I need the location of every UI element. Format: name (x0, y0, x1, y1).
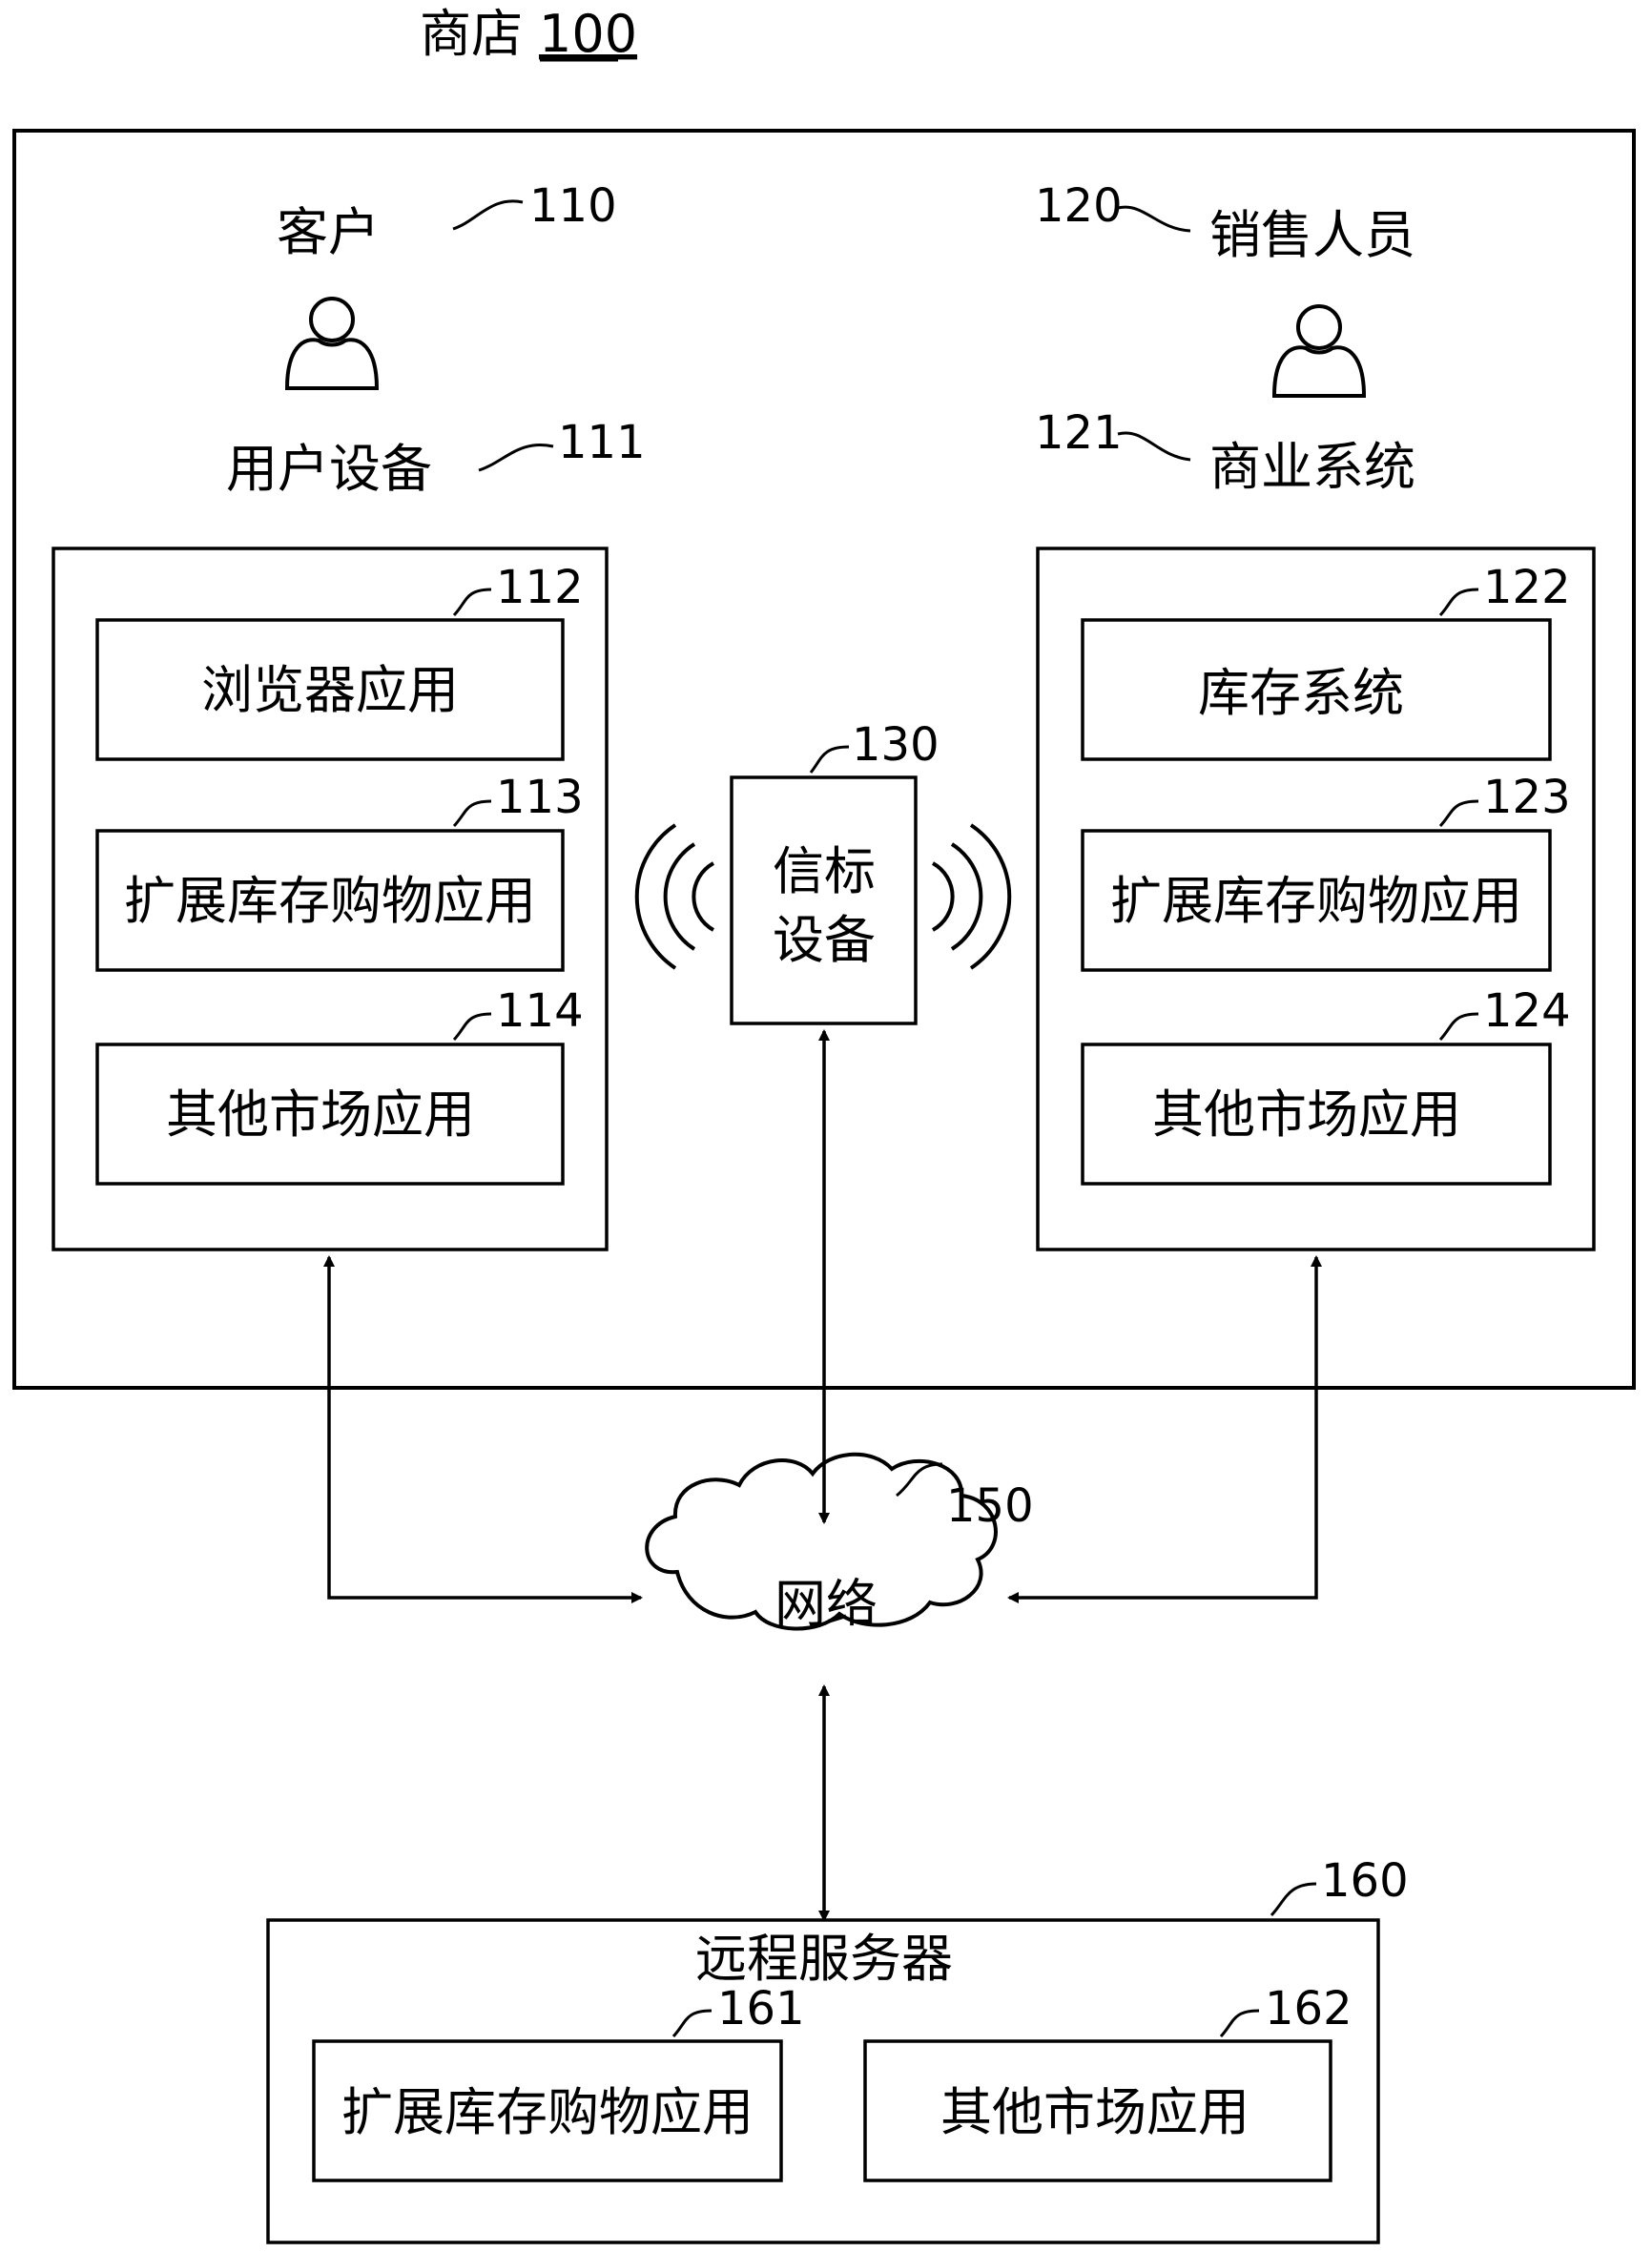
remote-server-leader (1270, 1882, 1317, 1917)
app-leader (452, 799, 492, 828)
app-leader (1438, 1012, 1479, 1042)
customer-label: 客户 (277, 202, 380, 262)
person-icon (284, 297, 380, 390)
business-system-leader (1117, 431, 1191, 462)
user-device-app-browser: 浏览器应用 112 (95, 561, 584, 761)
app-ref: 123 (1483, 771, 1571, 824)
business-system-app-inventory: 库存系统 122 (1081, 561, 1571, 761)
user-device-app-other-market: 其他市场应用 114 (95, 984, 584, 1186)
app-label: 扩展库存购物应用 (124, 871, 536, 931)
business-system-app-other-market: 其他市场应用 124 (1081, 984, 1571, 1186)
store-title: 商店 (420, 4, 523, 64)
app-label: 扩展库存购物应用 (341, 2082, 754, 2142)
signal-waves-right (931, 823, 1012, 970)
customer-ref: 110 (529, 179, 617, 233)
app-ref: 161 (717, 1982, 805, 2035)
app-label: 其他市场应用 (166, 1085, 475, 1145)
app-leader (1438, 799, 1479, 828)
network-cloud (645, 1452, 998, 1631)
app-ref: 124 (1483, 984, 1571, 1038)
network-label: 网络 (774, 1574, 878, 1634)
app-label: 扩展库存购物应用 (1110, 871, 1522, 931)
salesperson-label: 销售人员 (1209, 205, 1415, 265)
connector-user-device-network (323, 1255, 643, 1603)
user-device-ref: 111 (558, 416, 646, 469)
person-icon (1271, 304, 1367, 398)
user-device-leader (478, 444, 554, 472)
app-leader (452, 1012, 492, 1042)
beacon-leader (809, 745, 850, 774)
app-ref: 162 (1265, 1982, 1353, 2035)
customer-leader (452, 199, 524, 231)
connector-business-system-network (1007, 1255, 1322, 1603)
beacon-label-line1: 信标 (773, 841, 876, 901)
app-leader (452, 588, 492, 617)
app-leader (1438, 588, 1479, 617)
remote-server-app-extended-inventory: 扩展库存购物应用 161 (312, 1982, 805, 2182)
business-system-ref: 121 (1035, 406, 1123, 460)
app-label: 浏览器应用 (201, 660, 459, 720)
app-label: 其他市场应用 (940, 2082, 1249, 2142)
app-leader (1219, 2009, 1260, 2038)
app-leader (671, 2009, 712, 2038)
app-ref: 113 (496, 771, 584, 824)
app-label: 其他市场应用 (1152, 1085, 1461, 1145)
beacon-label-line2: 设备 (773, 910, 876, 970)
app-ref: 122 (1483, 561, 1571, 614)
beacon-box (730, 775, 918, 1025)
user-device-label: 用户设备 (226, 439, 432, 499)
salesperson-leader (1117, 205, 1191, 233)
user-device-app-extended-inventory: 扩展库存购物应用 113 (95, 771, 584, 972)
network-ref: 150 (946, 1479, 1034, 1533)
store-number: 100 (539, 4, 637, 64)
salesperson-ref: 120 (1035, 179, 1123, 233)
app-label: 库存系统 (1198, 663, 1404, 723)
beacon-ref: 130 (852, 718, 940, 772)
business-system-app-extended-inventory: 扩展库存购物应用 123 (1081, 771, 1571, 972)
remote-server-ref: 160 (1321, 1854, 1409, 1908)
business-system-label: 商业系统 (1209, 437, 1415, 497)
remote-server-app-other-market: 其他市场应用 162 (863, 1982, 1353, 2182)
network-leader (896, 1462, 943, 1498)
signal-waves-left (634, 823, 715, 970)
remote-server-label: 远程服务器 (695, 1929, 953, 1989)
app-ref: 112 (496, 561, 584, 614)
app-ref: 114 (496, 984, 584, 1038)
